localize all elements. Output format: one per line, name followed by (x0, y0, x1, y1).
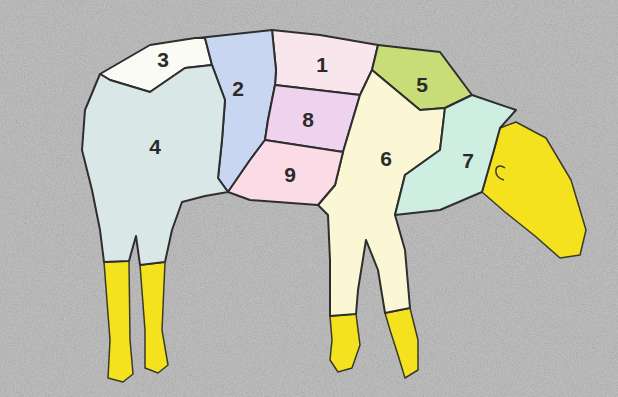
hoof (385, 308, 418, 378)
ear (496, 166, 505, 180)
cut-region: 9 (228, 140, 343, 205)
callout-number: 2 (232, 78, 244, 99)
cut-region: 1 (272, 30, 378, 95)
hoof (330, 314, 360, 372)
cut-region: 7 (395, 95, 516, 215)
hoof (104, 261, 133, 382)
callout-number: 8 (302, 109, 314, 130)
region-shape (82, 65, 228, 265)
region-shape (272, 30, 378, 95)
callout-number: 6 (380, 148, 392, 169)
region-shape (395, 95, 516, 215)
callout-number: 5 (416, 74, 428, 95)
callout-number: 1 (316, 54, 328, 75)
region-shape (228, 140, 343, 205)
callout-number: 9 (284, 164, 296, 185)
region-outline (395, 95, 516, 215)
head (482, 122, 586, 258)
callout-number: 7 (462, 150, 474, 171)
cut-region: 4 (82, 65, 228, 265)
region-outline (82, 65, 228, 265)
callout-number: 4 (149, 136, 161, 157)
callout-number: 3 (157, 49, 169, 70)
hoof (140, 262, 168, 373)
